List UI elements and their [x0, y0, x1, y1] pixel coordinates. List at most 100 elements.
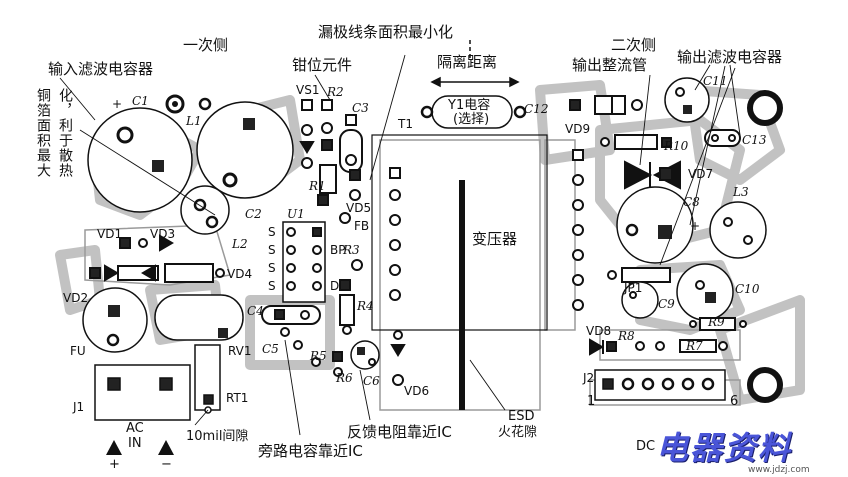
label-bypass-cap-note: 旁路电容靠近IC: [258, 442, 363, 460]
capacitor-c1: [87, 107, 193, 213]
transformer-primary-pins: [389, 167, 401, 301]
refdes-vd7: VD7: [688, 167, 714, 181]
ac-input-arrows: [106, 440, 174, 455]
leader-lines: [59, 54, 741, 436]
watermark-logo: 电器资料: [656, 429, 793, 467]
refdes-r7: R7: [686, 339, 703, 353]
refdes-c11: C11: [703, 74, 728, 88]
refdes-vd9: VD9: [565, 122, 591, 136]
label-primary-side: 一次侧: [183, 36, 229, 54]
label-j2-pin1: 1: [587, 394, 596, 409]
refdes-vd6: VD6: [404, 384, 430, 398]
resistor-r9: [689, 317, 747, 331]
label-input-filter-cap: 输入滤波电容器: [48, 60, 154, 78]
refdes-c3: C3: [352, 101, 369, 115]
refdes-fb: FB: [354, 219, 370, 233]
refdes-u1-s2: S: [268, 243, 276, 257]
refdes-c1: C1: [132, 94, 149, 108]
capacitor-c4: [261, 305, 321, 325]
label-y1-cap: Y1电容: [448, 98, 491, 113]
resistor-r3-r4: [339, 259, 363, 335]
diode-vd9: [569, 95, 643, 115]
capacitor-c9: [621, 281, 659, 319]
refdes-r2: R2: [327, 85, 344, 99]
diode-vd6: [390, 330, 406, 386]
rectifier-vd7: [624, 160, 681, 190]
capacitor-c5: [280, 327, 303, 350]
refdes-vd1: VD1: [97, 227, 123, 241]
refdes-c10: C10: [735, 282, 760, 296]
refdes-r3: R3: [343, 243, 360, 257]
bridge-diodes: [89, 234, 225, 283]
refdes-c4: C4: [247, 304, 264, 318]
refdes-rt1: RT1: [226, 391, 249, 405]
refdes-c12: C12: [524, 102, 549, 116]
label-y1-cap-select: (选择): [453, 112, 490, 127]
capacitor-c2: [196, 101, 294, 199]
y1-capacitor-outline: [420, 95, 527, 129]
resistor-r7-r8: [635, 339, 728, 353]
resistor-r1: [317, 164, 337, 206]
inductor-l2: [180, 185, 230, 235]
refdes-r4: R4: [357, 299, 374, 313]
label-minus: −: [161, 457, 172, 472]
watermark-url: www.jdzj.com: [748, 465, 810, 475]
refdes-c8: C8: [683, 195, 700, 209]
label-output-rectifier: 输出整流管: [572, 56, 648, 74]
ic-u1: [282, 221, 326, 303]
output-mounting-hole-bottom: [747, 367, 783, 403]
label-10mil-gap: 10mil间隙: [186, 429, 249, 444]
transformer-outline: [371, 134, 548, 410]
refdes-r8: R8: [618, 329, 635, 343]
label-in: IN: [128, 436, 142, 451]
refdes-c5: C5: [262, 342, 279, 356]
refdes-c13: C13: [742, 133, 767, 147]
refdes-u1: U1: [287, 207, 305, 221]
refdes-l2: L2: [232, 237, 248, 251]
refdes-vd8: VD8: [586, 324, 612, 338]
label-dc-out: DC: [636, 439, 656, 454]
refdes-r5: R5: [310, 349, 327, 363]
isolation-arrow: [430, 40, 520, 88]
capacitor-c13: [704, 129, 741, 147]
refdes-l1: L1: [186, 114, 202, 128]
connector-j2: [594, 369, 726, 401]
label-spark-gap: 火花隙: [498, 425, 538, 440]
refdes-u1-s4: S: [268, 279, 276, 293]
refdes-t1: T1: [398, 117, 413, 131]
label-esd: ESD: [508, 409, 535, 424]
refdes-c9: C9: [658, 297, 675, 311]
refdes-rv1: RV1: [228, 344, 252, 358]
refdes-vd2: VD2: [63, 291, 89, 305]
refdes-j1: J1: [73, 400, 85, 414]
diode-vd8: [589, 338, 617, 356]
capacitor-c11: [664, 77, 710, 123]
label-copper-area-note-1: 铜箔面积最大: [35, 88, 51, 178]
refdes-vd5: VD5: [346, 201, 372, 215]
refdes-u1-s3: S: [268, 261, 276, 275]
refdes-jp1: JP1: [624, 281, 643, 295]
capacitor-c8: [616, 186, 694, 264]
refdes-u1-s1: S: [268, 225, 276, 239]
clamp-components: [299, 99, 363, 173]
label-feedback-resistor-note: 反馈电阻靠近IC: [347, 423, 452, 441]
refdes-c2: C2: [245, 207, 262, 221]
resistor-r10: [600, 134, 672, 150]
refdes-j2: J2: [583, 371, 595, 385]
label-output-filter-cap: 输出滤波电容器: [677, 48, 783, 66]
refdes-c8-plus: +: [690, 219, 701, 233]
label-copper-area-note-2: 化，利于散热: [57, 88, 73, 178]
refdes-r9: R9: [708, 315, 725, 329]
label-secondary-side: 二次侧: [611, 36, 657, 54]
refdes-bp: BP: [330, 243, 346, 257]
label-transformer: 变压器: [472, 230, 518, 248]
refdes-vd4: VD4: [227, 267, 253, 281]
refdes-u1-d: D: [330, 279, 340, 293]
refdes-fu: FU: [70, 344, 86, 358]
capacitor-c10: [676, 263, 734, 321]
refdes-r10: R10: [664, 139, 689, 153]
refdes-c6: C6: [363, 374, 380, 388]
capacitor-c6: [350, 340, 380, 370]
label-plus: +: [109, 457, 120, 472]
